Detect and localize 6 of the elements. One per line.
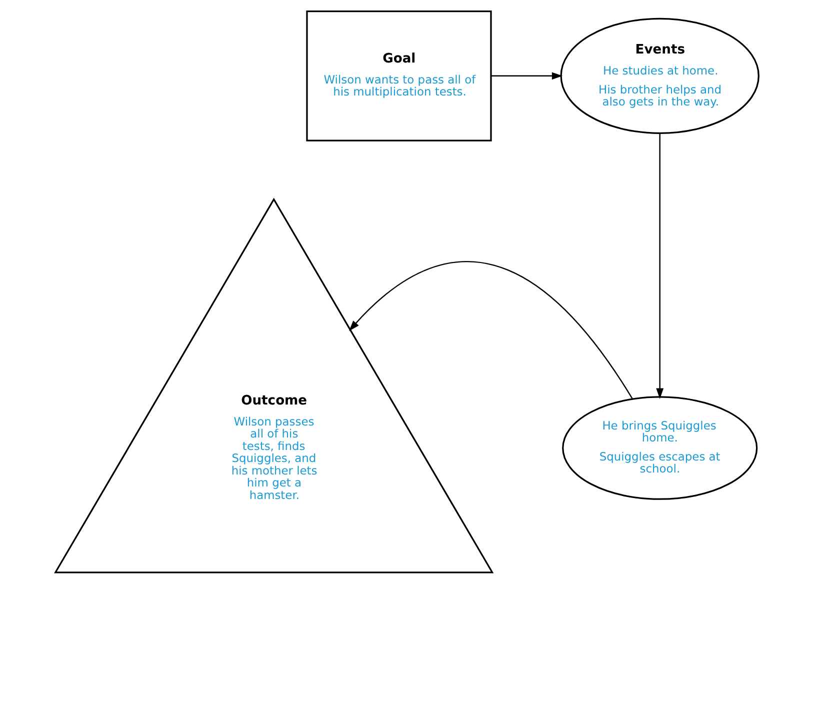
arrow <box>348 261 634 400</box>
arrow <box>656 133 664 399</box>
node-box: Goal Wilson wants to pass all of his multiplication tests. <box>306 10 492 142</box>
arrow <box>491 72 563 80</box>
node-ellipse: He brings Squiggles home. Squiggles escapes at school. <box>562 396 758 500</box>
node-ellipse: Events He studies at home. His brother helps and also gets in the way. <box>560 18 760 134</box>
